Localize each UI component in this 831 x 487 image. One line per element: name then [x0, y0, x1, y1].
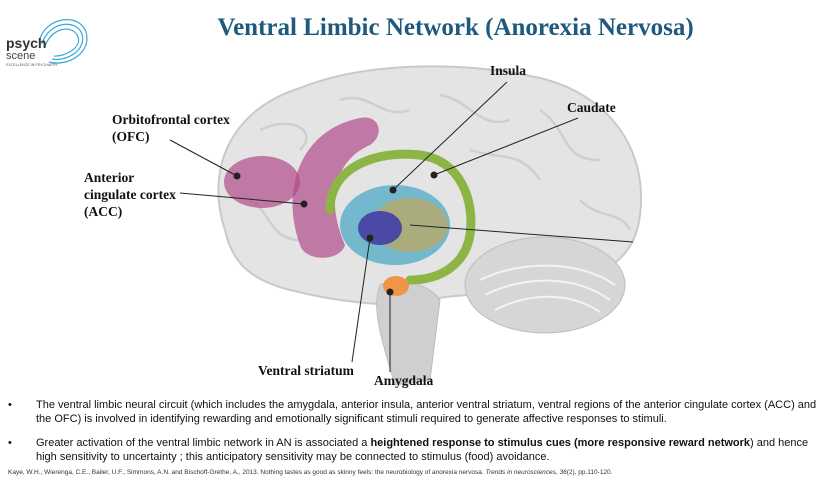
citation: Kaye, W.H., Wierenga, C.E., Bailer, U.F.…	[8, 469, 612, 476]
brain-diagram	[169, 65, 642, 386]
slide-title: Ventral Limbic Network (Anorexia Nervosa…	[217, 14, 694, 41]
bullet-item: •Greater activation of the ventral limbi…	[8, 436, 823, 464]
label-ofc-line2: (OFC)	[112, 129, 150, 144]
svg-text:psych: psych	[6, 35, 46, 51]
label-amygdala: Amygdala	[374, 373, 434, 388]
citation-tail: (2), pp.110-120.	[566, 469, 613, 476]
cerebellum	[464, 236, 626, 334]
leader-lines	[169, 81, 634, 372]
caudate-region	[325, 149, 476, 285]
psych-scene-logo: psych scene EXCELLENCE IN PSYCHIATRY	[4, 12, 94, 72]
label-acc-line3: (ACC)	[84, 204, 123, 219]
bullet-text: Greater activation of the ventral limbic…	[36, 436, 823, 464]
label-acc-line2: cingulate cortex	[84, 187, 176, 202]
svg-text:scene: scene	[6, 50, 35, 62]
ofc-region	[224, 156, 300, 208]
bullet-text-pre: Greater activation of the ventral limbic…	[36, 437, 371, 449]
bullet-text: The ventral limbic neural circuit (which…	[36, 399, 817, 425]
citation-journal: Trends in neurosciences, 36	[485, 469, 567, 476]
bullet-item: •The ventral limbic neural circuit (whic…	[8, 398, 823, 426]
label-acc: Anterior cingulate cortex (ACC)	[84, 169, 176, 220]
label-ofc-line1: Orbitofrontal cortex	[112, 112, 230, 127]
label-insula: Insula	[490, 63, 527, 78]
label-ofc: Orbitofrontal cortex (OFC)	[112, 111, 230, 145]
ventral-striatum-region	[358, 211, 402, 245]
bullet-text-post: ) and hence high sensitivity to uncertai…	[36, 437, 809, 463]
label-ventral-striatum: Ventral striatum	[258, 363, 354, 378]
brainstem	[376, 280, 441, 386]
bullet-list: •The ventral limbic neural circuit (whic…	[8, 398, 823, 474]
label-acc-line1: Anterior	[84, 170, 135, 185]
citation-main: Kaye, W.H., Wierenga, C.E., Bailer, U.F.…	[8, 469, 486, 476]
bullet-text-bold: heightened response to stimulus cues (mo…	[370, 437, 751, 449]
label-caudate: Caudate	[567, 100, 616, 115]
svg-text:EXCELLENCE IN PSYCHIATRY: EXCELLENCE IN PSYCHIATRY	[6, 63, 59, 67]
